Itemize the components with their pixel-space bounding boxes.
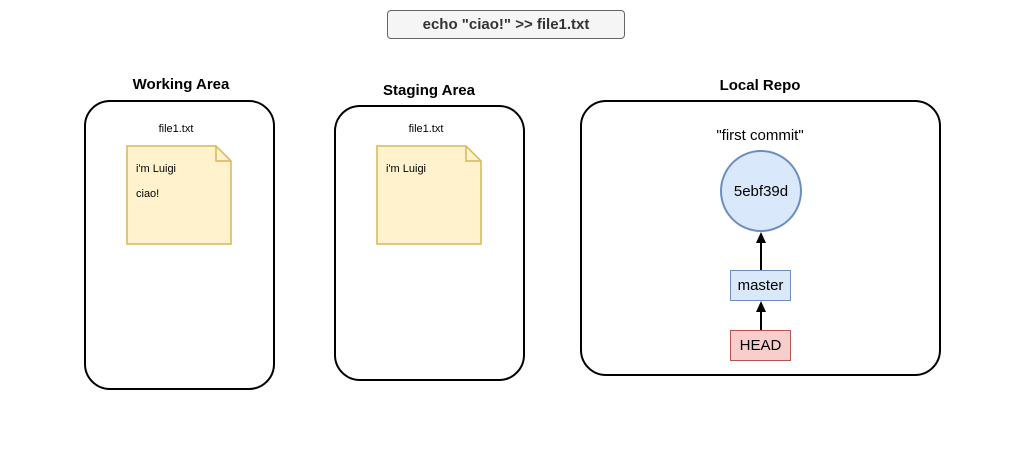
- working-file-name: file1.txt: [158, 123, 194, 135]
- staging-file-line-1: i'm Luigi: [386, 163, 427, 175]
- arrow-head-to-master: [756, 301, 766, 330]
- head-ref: HEAD: [730, 330, 791, 361]
- working-file-note-icon: i'm Luigi ciao!: [126, 145, 232, 245]
- branch-master-ref: master: [730, 270, 791, 301]
- arrow-master-to-commit: [756, 232, 766, 270]
- working-file-line-1: i'm Luigi: [136, 163, 177, 175]
- working-area-title: Working Area: [132, 76, 230, 93]
- staging-area-title: Staging Area: [383, 82, 475, 99]
- command-box: echo "ciao!" >> file1.txt: [387, 10, 625, 39]
- repo-area-title: Local Repo: [719, 77, 801, 94]
- commit-node: 5ebf39d: [720, 150, 802, 232]
- staging-file-name: file1.txt: [408, 123, 444, 135]
- working-file-line-2: ciao!: [136, 188, 160, 200]
- commit-message: "first commit": [716, 127, 804, 144]
- staging-file-note-icon: i'm Luigi: [376, 145, 482, 245]
